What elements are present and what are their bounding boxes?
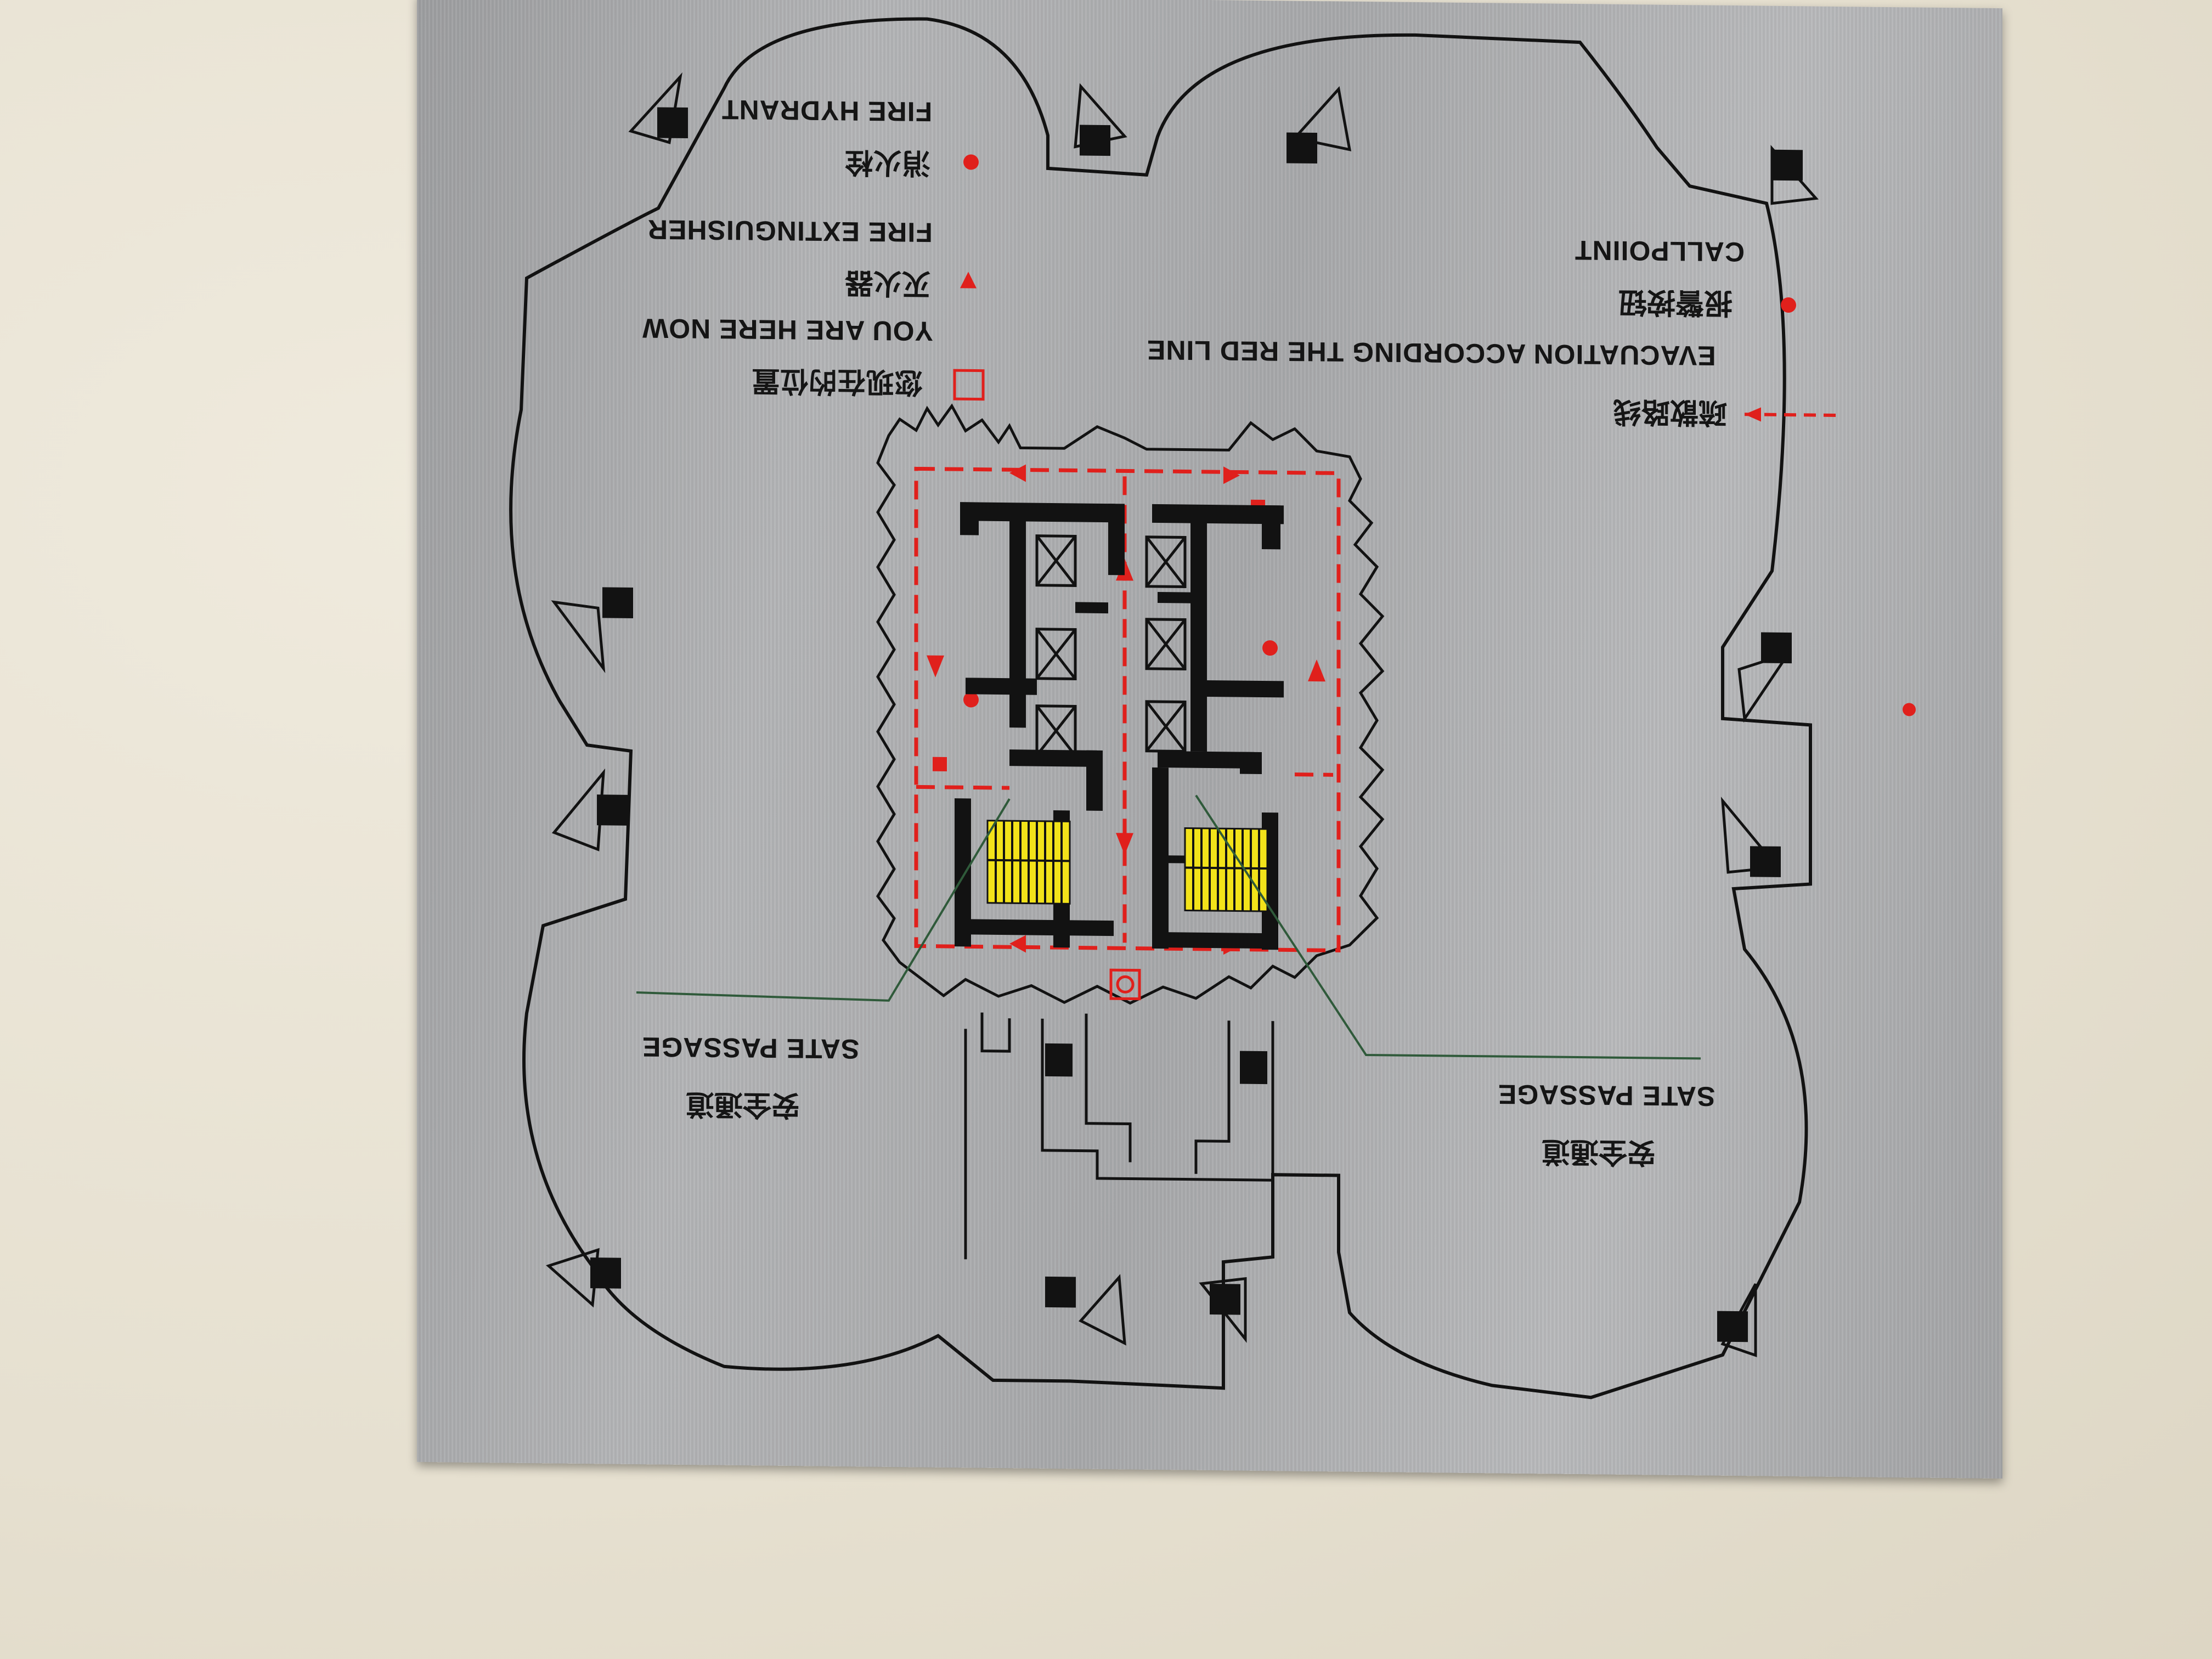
you-are-here-icon bbox=[1109, 968, 1141, 1001]
fire-extinguisher-label-cn: 灭火器 bbox=[845, 267, 931, 300]
lower-corridor bbox=[964, 1012, 1274, 1260]
fire-hydrant-label-cn: 消火栓 bbox=[845, 146, 931, 179]
fire-extinguisher-icon bbox=[960, 272, 977, 289]
callpoint-label-en: CALLPOIINT bbox=[1575, 234, 1745, 268]
evacuation-route bbox=[914, 466, 1341, 952]
evacuation-route-icon bbox=[1745, 413, 1843, 417]
right-safe-passage-label-cn: 安全通道 bbox=[1542, 1135, 1656, 1169]
you-are-here-label-cn: 您现在的位置 bbox=[752, 364, 923, 398]
fire-hydrant-icon bbox=[963, 154, 979, 170]
passage-leader-lines bbox=[636, 794, 1701, 1060]
left-safe-passage-label-en: SATE PASSAGE bbox=[642, 1031, 860, 1065]
you-are-here-legend-icon bbox=[953, 369, 985, 401]
right-core-walls bbox=[1152, 504, 1284, 950]
fire-extinguisher-label-en: FIRE EXTINGUISHER bbox=[647, 214, 933, 248]
legend-icons bbox=[953, 154, 1796, 401]
you-are-here-label-en: YOU ARE HERE NOW bbox=[642, 313, 933, 347]
evacuation-label-cn: 疏散路线 bbox=[1613, 395, 1728, 428]
callpoint-icon bbox=[1781, 297, 1796, 313]
callpoint-label-cn: 报警按钮 bbox=[1618, 285, 1733, 319]
floor-plan-drawing bbox=[509, 17, 1916, 1400]
corner-squares bbox=[590, 107, 1803, 1342]
evacuation-label-en: EVACUATION ACCORDING THE RED LINE bbox=[1147, 334, 1716, 371]
fire-hydrant-label-en: FIRE HYDRANT bbox=[721, 94, 933, 127]
floor-plan-plate: FIRE HYDRANT 消火栓 FIRE EXTINGUISHER 灭火器 Y… bbox=[417, 0, 2002, 1479]
stair-icon bbox=[986, 820, 1268, 912]
left-core-walls bbox=[955, 502, 1125, 948]
left-safe-passage-label-cn: 安全通道 bbox=[686, 1087, 800, 1121]
right-safe-passage-label-en: SATE PASSAGE bbox=[1498, 1079, 1716, 1112]
core-outline bbox=[876, 403, 1385, 1005]
elevator-icon bbox=[1035, 534, 1187, 757]
building-outline bbox=[509, 17, 1812, 1400]
